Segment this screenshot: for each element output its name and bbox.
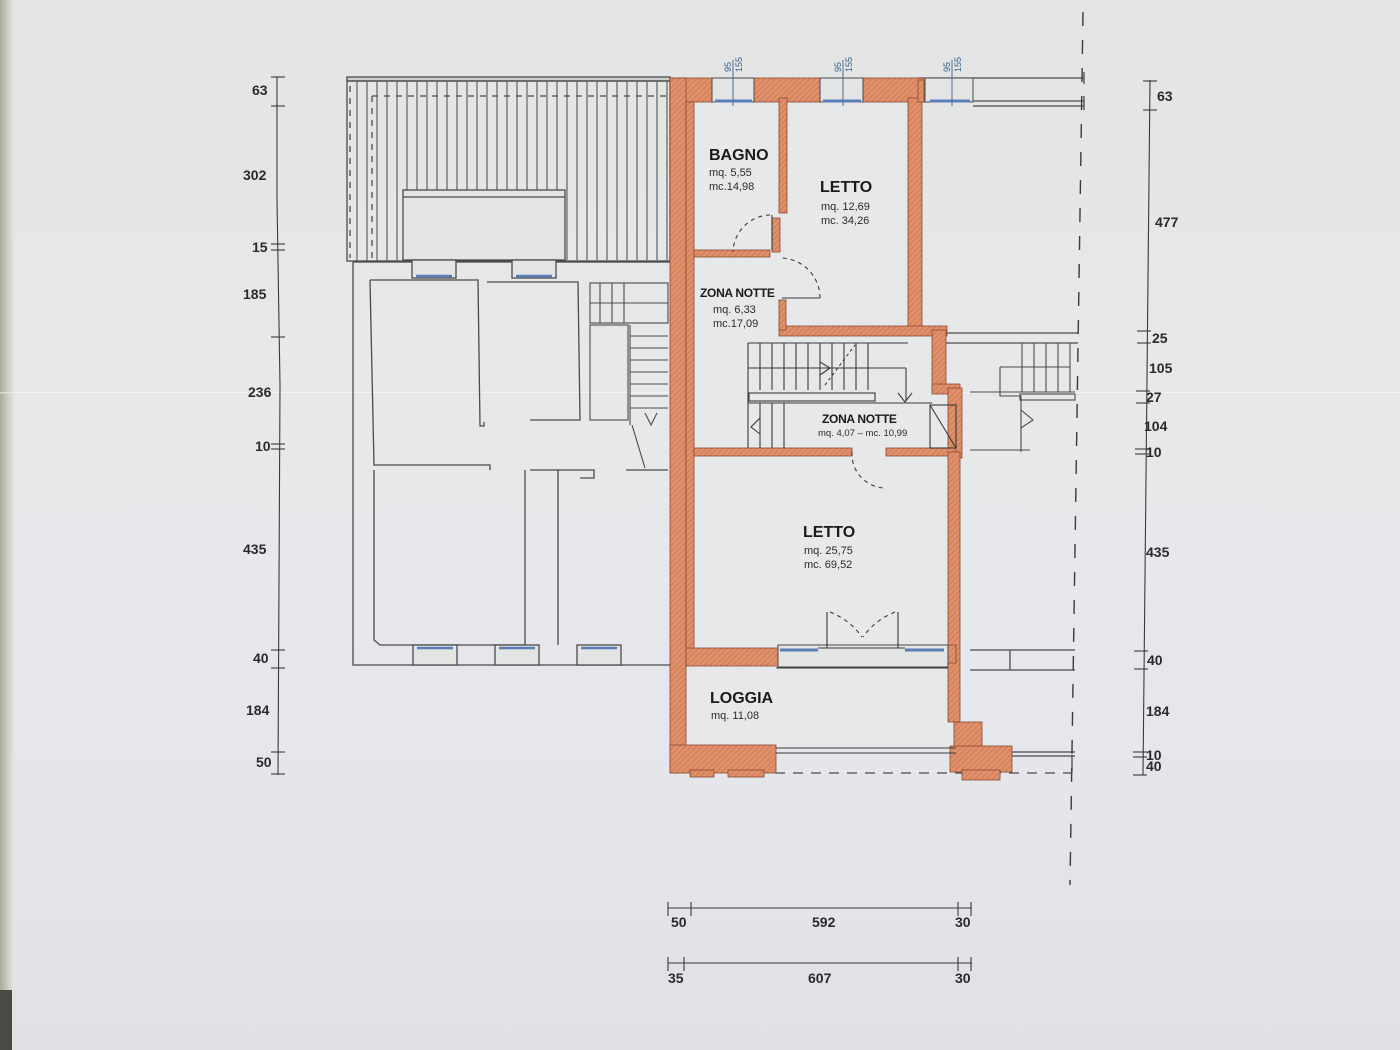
- dim-right-5: 27: [1146, 389, 1162, 405]
- dim-right-1: 63: [1157, 88, 1173, 104]
- dimension-chain-right: 63 477 25 105 27 104 10 435 40 184 10 40: [1133, 79, 1179, 776]
- dim-left-3: 15: [252, 239, 268, 255]
- room-volume: mc. 69,52: [804, 559, 852, 571]
- dim-right-6: 104: [1144, 418, 1168, 434]
- dim-right-10: 184: [1146, 703, 1170, 719]
- room-area: mq. 12,69: [821, 201, 870, 213]
- dim-left-1: 63: [252, 82, 268, 98]
- paper-edge: [0, 0, 14, 1050]
- window-dimension-labels: 95 155 95 155 95 155: [723, 57, 963, 72]
- doors: [732, 214, 956, 754]
- dim-left-7: 435: [243, 541, 267, 557]
- dim-bottom-2-right: 30: [955, 970, 971, 986]
- neighbor-stair-right: [970, 343, 1076, 452]
- window-1-width: 95: [723, 62, 733, 72]
- dim-right-11: 10: [1146, 747, 1162, 763]
- room-letto-1: LETTO mq. 12,69 mc. 34,26: [820, 179, 872, 227]
- unit-windows: [711, 60, 974, 668]
- dim-left-9: 184: [246, 702, 270, 718]
- dim-left-10: 50: [256, 754, 272, 770]
- dimension-chain-bottom-2: 35 607 30: [667, 957, 972, 986]
- room-letto-2: LETTO mq. 25,75 mc. 69,52: [803, 524, 855, 571]
- dim-bottom-1-left: 50: [671, 914, 687, 930]
- property-boundary-line: [1069, 11, 1084, 886]
- room-name: ZONA NOTTE: [822, 412, 897, 426]
- dim-left-8: 40: [253, 650, 269, 666]
- neighbor-unit-right: [775, 11, 1085, 886]
- window-2-width: 95: [833, 62, 843, 72]
- window-1-height: 155: [734, 57, 744, 72]
- neighbor-stair: [589, 282, 669, 469]
- dim-right-8: 435: [1146, 544, 1170, 560]
- neighbor-unit-left: [346, 76, 671, 666]
- dim-bottom-1-mid: 592: [812, 914, 836, 930]
- room-name: ZONA NOTTE: [700, 286, 775, 300]
- room-volume: mc.14,98: [709, 181, 754, 193]
- room-name: BAGNO: [709, 147, 769, 164]
- dim-right-9: 40: [1147, 652, 1163, 668]
- dim-right-4: 105: [1149, 360, 1173, 376]
- terrace-slats: [356, 81, 668, 261]
- room-volume: mc.17,09: [713, 318, 758, 330]
- dim-left-6: 10: [255, 438, 271, 454]
- room-name: LETTO: [803, 524, 855, 541]
- dim-bottom-2-mid: 607: [808, 970, 832, 986]
- room-area: mq. 5,55: [709, 167, 752, 179]
- unit-walls: [669, 77, 1013, 781]
- dim-left-2: 302: [243, 167, 267, 183]
- dim-right-12: 40: [1146, 758, 1162, 774]
- dim-bottom-1-right: 30: [955, 914, 971, 930]
- room-area-volume: mq. 4,07 – mc. 10,99: [818, 428, 907, 439]
- room-area: mq. 11,08: [711, 710, 759, 722]
- dim-right-2: 477: [1155, 214, 1179, 230]
- window-3-height: 155: [953, 57, 963, 72]
- background-corner: [0, 990, 12, 1050]
- room-name: LOGGIA: [710, 690, 774, 707]
- dim-right-7: 10: [1146, 444, 1162, 460]
- window-3-width: 95: [942, 62, 952, 72]
- room-zona-notte-1: ZONA NOTTE mq. 6,33 mc.17,09: [700, 286, 775, 330]
- dim-bottom-2-left: 35: [668, 970, 684, 986]
- window-2-height: 155: [844, 57, 854, 72]
- room-bagno: BAGNO mq. 5,55 mc.14,98: [709, 147, 769, 193]
- unit-floor: [684, 102, 956, 750]
- dimension-chain-bottom-1: 50 592 30: [667, 902, 972, 930]
- room-name: LETTO: [820, 179, 872, 196]
- room-area: mq. 25,75: [804, 545, 853, 557]
- dim-left-5: 236: [248, 384, 272, 400]
- internal-stair: [747, 342, 957, 449]
- room-volume: mc. 34,26: [821, 215, 869, 227]
- dim-left-4: 185: [243, 286, 267, 302]
- room-zona-notte-2: ZONA NOTTE mq. 4,07 – mc. 10,99: [818, 412, 907, 439]
- dim-right-3: 25: [1152, 330, 1168, 346]
- dimension-chain-left: 63 302 15 185 236 10 435 40 184 50: [243, 76, 285, 776]
- room-area: mq. 6,33: [713, 304, 756, 316]
- room-loggia: LOGGIA mq. 11,08: [710, 690, 774, 722]
